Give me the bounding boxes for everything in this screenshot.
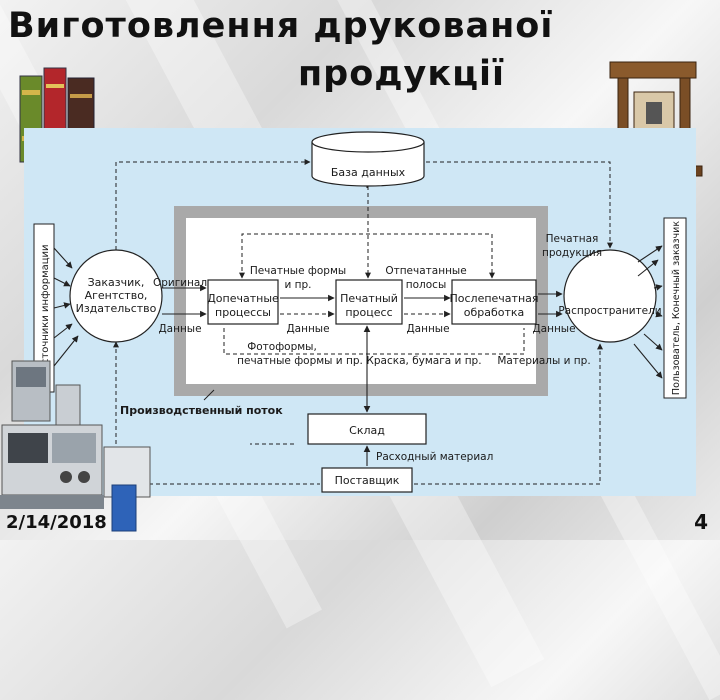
photoforms-label-2: печатные формы и пр. bbox=[237, 355, 363, 367]
title-line-2: продукції bbox=[298, 54, 506, 94]
distributor-label: Распространители bbox=[558, 305, 661, 317]
data-post-label: Данные bbox=[406, 323, 449, 335]
production-flow-label: Производственный поток bbox=[120, 404, 283, 417]
title-line-1: Виготовлення друкованої bbox=[8, 6, 554, 46]
end-users-label: Пользователь, Конечный заказчик bbox=[671, 221, 682, 395]
printing-label-1: Печатный bbox=[340, 292, 398, 305]
printing-label-2: процесс bbox=[345, 306, 392, 319]
prepress-label-1: Допечатные bbox=[207, 292, 279, 305]
printing-machine-icon bbox=[0, 360, 151, 532]
warehouse-box: Склад bbox=[307, 413, 427, 445]
customer-label-3: Издательство bbox=[76, 302, 157, 315]
print-forms-label-2: и пр. bbox=[284, 279, 311, 291]
postpress-label-2: обработка bbox=[464, 306, 525, 319]
warehouse-label: Склад bbox=[349, 424, 385, 437]
materials-label: Материалы и пр. bbox=[497, 355, 590, 367]
supplier-box: Поставщик bbox=[321, 467, 413, 493]
database-label: База данных bbox=[331, 166, 406, 179]
info-sources-label: Источники информации bbox=[40, 244, 51, 371]
end-users-box: Пользователь, Конечный заказчик bbox=[663, 217, 687, 399]
postpress-label-1: Послепечатная bbox=[449, 292, 538, 305]
customer-label-1: Заказчик, bbox=[88, 276, 145, 289]
prepress-label-2: процессы bbox=[215, 306, 271, 319]
consumables-label: Расходный материал bbox=[376, 451, 493, 463]
printed-sheets-label-1: Отпечатанные bbox=[385, 265, 466, 277]
print-forms-label-1: Печатные формы bbox=[250, 265, 346, 277]
postpress-box: Послепечатная обработка bbox=[449, 279, 539, 325]
supplier-label: Поставщик bbox=[335, 474, 400, 487]
printed-product-label-1: Печатная bbox=[546, 233, 599, 245]
ink-paper-label: Краска, бумага и пр. bbox=[366, 355, 481, 367]
printed-product-label-2: продукция bbox=[542, 247, 602, 259]
slide-date: 2/14/2018 bbox=[6, 512, 107, 533]
data-left-label: Данные bbox=[158, 323, 201, 335]
prepress-box: Допечатные процессы bbox=[207, 279, 279, 325]
customer-label-2: Агентство, bbox=[85, 289, 148, 302]
database-node: База данных bbox=[311, 131, 425, 187]
production-diagram: База данных Заказчик, Агентство, Издател… bbox=[24, 128, 696, 496]
page-title: Виготовлення друкованої продукції bbox=[8, 2, 628, 98]
original-label: Оригинал bbox=[153, 277, 207, 289]
printing-box: Печатный процесс bbox=[335, 279, 403, 325]
process-flows bbox=[53, 186, 663, 466]
printed-sheets-label-2: полосы bbox=[406, 279, 447, 291]
distributor-node: Распространители bbox=[558, 249, 662, 343]
customer-node: Заказчик, Агентство, Издательство bbox=[69, 249, 163, 343]
page-number: 4 bbox=[694, 510, 708, 534]
data-right-label: Данные bbox=[532, 323, 575, 335]
data-prepress-label: Данные bbox=[286, 323, 329, 335]
photoforms-label-1: Фотоформы, bbox=[247, 341, 317, 353]
